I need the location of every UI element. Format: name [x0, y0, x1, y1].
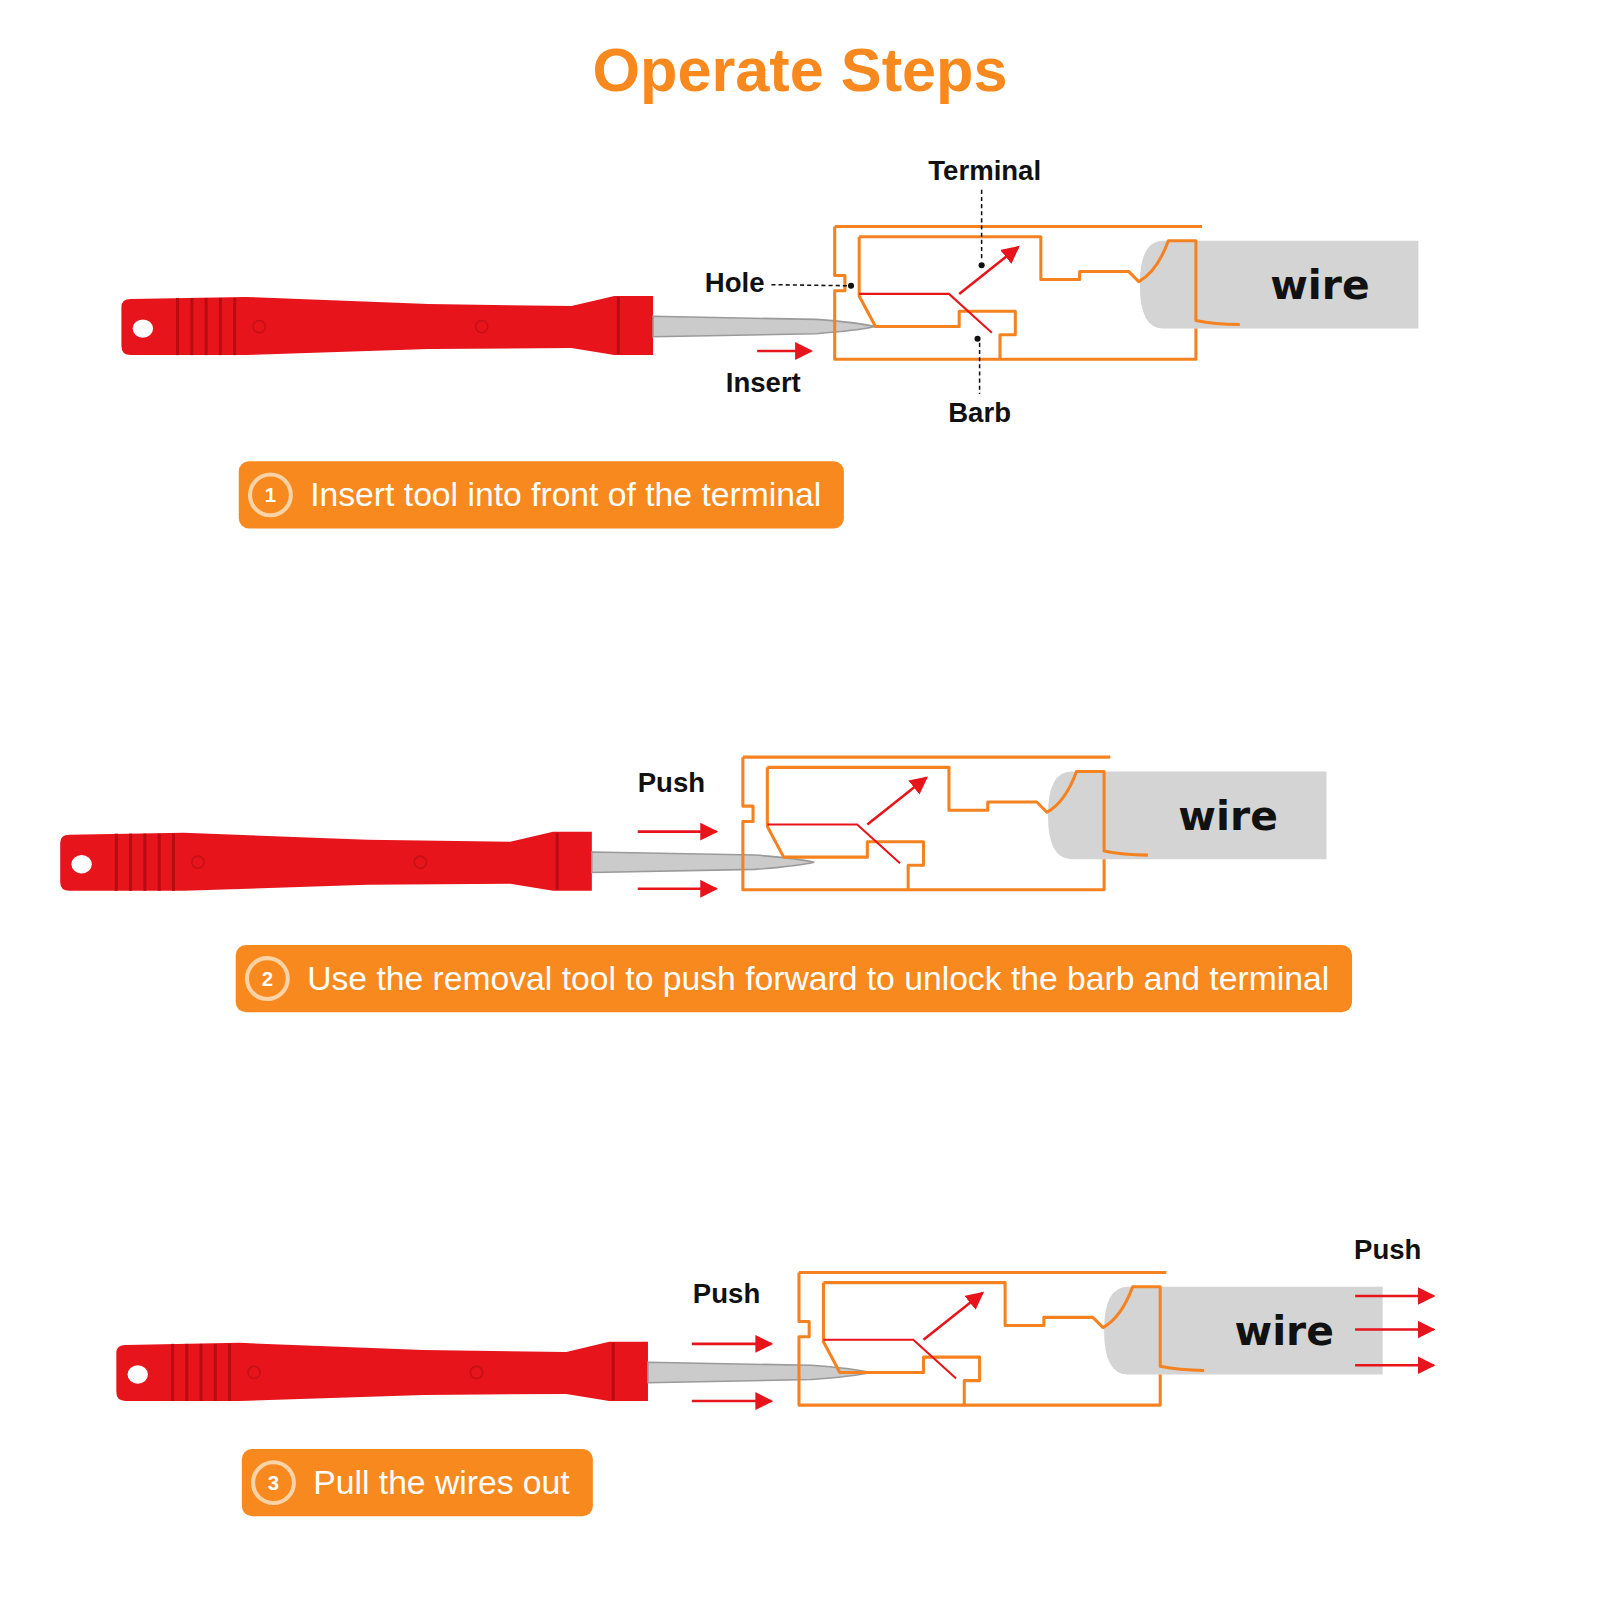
step-number: 2	[245, 956, 290, 1001]
step-banner: Use the removal tool to push forward to …	[236, 945, 1352, 1012]
part-label: Terminal	[928, 156, 1041, 188]
callout-number: 2	[262, 967, 273, 990]
wire-band: wire	[1048, 771, 1327, 859]
removal-tool	[60, 832, 814, 891]
wire-band: wire	[1104, 1287, 1383, 1375]
step-banner: Insert tool into front of the terminal 1	[239, 461, 844, 528]
insert-arrow	[757, 350, 811, 353]
push-arrows	[638, 832, 717, 889]
part-label: Push	[693, 1278, 760, 1310]
part-label: Push	[638, 768, 705, 800]
connector-section	[835, 227, 1419, 360]
part-label: Barb	[948, 397, 1011, 429]
step-text: Pull the wires out	[313, 1463, 569, 1502]
removal-tool	[116, 1342, 870, 1401]
wire-label: wire	[1097, 792, 1278, 839]
step-text: Insert tool into front of the terminal	[310, 476, 821, 515]
step-banner: Pull the wires out 3	[242, 1449, 593, 1516]
step-text: Use the removal tool to push forward to …	[307, 959, 1329, 998]
removal-tool	[121, 296, 875, 355]
connector-section	[743, 757, 1327, 890]
wire-band: wire	[1140, 241, 1419, 329]
leader-lines	[771, 190, 981, 394]
push-arrows	[692, 1296, 1434, 1401]
wire-label: wire	[1153, 1307, 1334, 1354]
callout-number: 1	[265, 483, 276, 506]
part-label: Insert	[726, 368, 801, 400]
callout-number: 3	[268, 1471, 279, 1494]
step-number: 3	[251, 1460, 296, 1505]
part-label: Push	[1354, 1234, 1421, 1266]
title: Operate Steps	[0, 35, 1600, 105]
connector-section	[799, 1272, 1383, 1405]
wire-label: wire	[1189, 261, 1370, 308]
part-label: Hole	[705, 268, 765, 300]
step-number: 1	[248, 472, 293, 517]
